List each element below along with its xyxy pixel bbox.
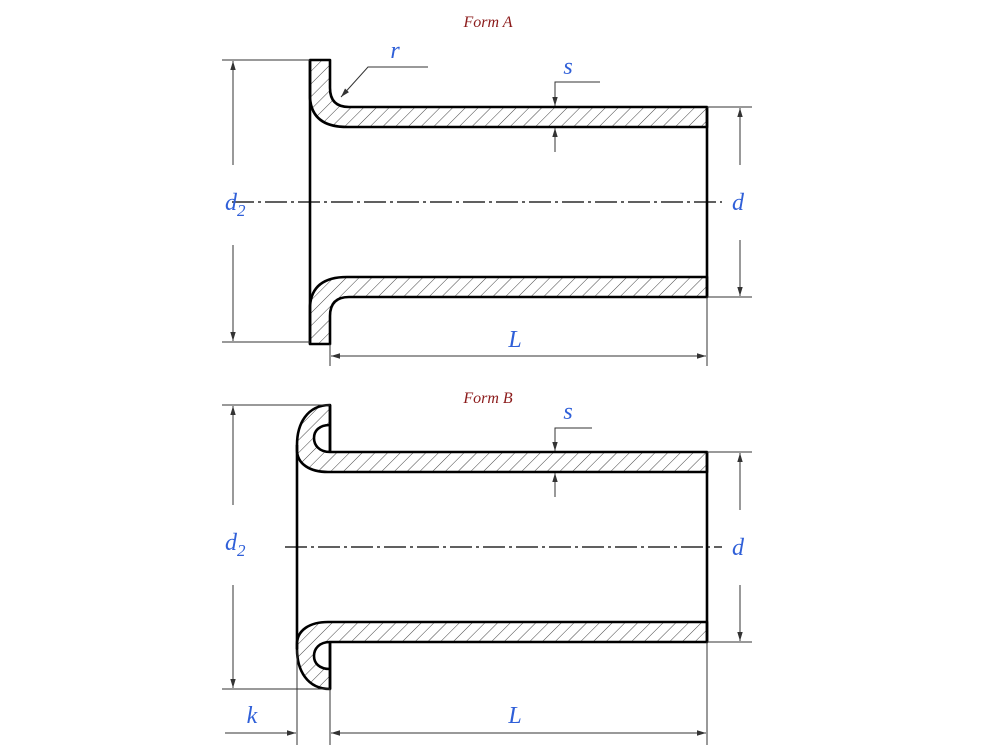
- form-b-d2-label: d2: [225, 530, 246, 560]
- form-b-s-leader: [552, 427, 592, 451]
- form-b-title: Form B: [462, 390, 513, 407]
- form-b-s-label: s: [563, 399, 572, 425]
- form-a-r-label: r: [390, 38, 400, 64]
- form-a-d-label: d: [732, 190, 745, 216]
- form-a-s-leader: [552, 81, 600, 106]
- form-a-d2-label: d2: [225, 190, 246, 220]
- form-a-r-leader: [340, 66, 428, 98]
- form-b-k-label: k: [247, 703, 258, 729]
- form-a-s-label: s: [563, 54, 572, 80]
- form-b-top-wall-section: [295, 403, 709, 474]
- form-b-L-label: L: [507, 703, 521, 729]
- form-b-d-label: d: [732, 535, 745, 561]
- form-a-title: Form A: [462, 14, 512, 31]
- form-a-top-wall-section: [308, 58, 709, 129]
- form-a: Form A d2 d L s r: [222, 14, 752, 366]
- form-b-bottom-wall-section: [295, 620, 709, 691]
- form-b: Form B d2 d L k s: [222, 390, 752, 745]
- form-a-L-label: L: [507, 327, 521, 353]
